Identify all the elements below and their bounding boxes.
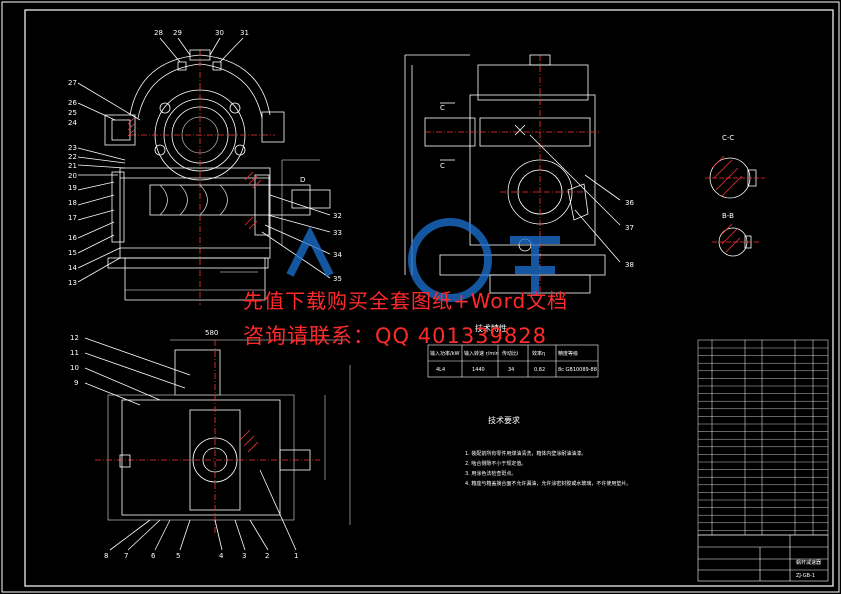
th-speed: 输入转速 r/min: [464, 350, 499, 357]
watermark-line-1: 先值下载购买全套图纸+Word文档: [243, 289, 569, 313]
td-eff: 0.82: [534, 367, 545, 373]
part-38: 38: [625, 261, 634, 269]
part-13: 13: [68, 279, 77, 287]
part-5: 5: [176, 552, 180, 560]
plan-view-labels: 580 12 11 10 9 8 7 6 5 4 3 2 1: [70, 329, 298, 560]
tech-table-title: 技术特性: [475, 323, 507, 333]
part-12: 12: [70, 334, 79, 342]
front-view-labels: 28 29 30 31 27 26 25 24 23 22 21 20 19 1…: [68, 29, 342, 287]
part-18: 18: [68, 199, 77, 207]
part-24: 24: [68, 119, 77, 127]
parts-list-rows: [698, 347, 828, 531]
td-ratio: 34: [508, 367, 514, 373]
req-item-2: 2. 啮合侧隙不小于规定值。: [465, 460, 526, 467]
part-6: 6: [151, 552, 156, 560]
watermark-line-2: 咨询请联系：QQ 401339828: [243, 324, 547, 348]
part-28: 28: [154, 29, 163, 37]
section-bb-title: B-B: [722, 212, 734, 220]
part-2: 2: [265, 552, 269, 560]
section-d-label: D: [300, 176, 305, 184]
watermark-logo: [286, 218, 560, 302]
inner-frame: [24, 9, 834, 587]
part-26: 26: [68, 99, 77, 107]
part-27: 27: [68, 79, 77, 87]
tech-table-cells: 输入功率/kW 输入转速 r/min 传动比i 效率η 精度等级 4L4 144…: [430, 350, 597, 373]
req-item-3: 3. 用涂色法检查斑点。: [465, 470, 516, 477]
tech-table: [427, 344, 599, 378]
th-grade: 精度等级: [558, 350, 578, 357]
part-33: 33: [333, 229, 342, 237]
part-1: 1: [294, 552, 298, 560]
plan-view: [84, 337, 351, 551]
th-eff: 效率η: [532, 350, 545, 357]
title-block: [697, 534, 829, 582]
part-35: 35: [333, 275, 342, 283]
part-9: 9: [74, 379, 78, 387]
part-22: 22: [68, 153, 77, 161]
side-view: [404, 54, 621, 300]
part-31: 31: [240, 29, 249, 37]
part-3: 3: [242, 552, 246, 560]
part-8: 8: [104, 552, 108, 560]
part-19: 19: [68, 184, 77, 192]
part-11: 11: [70, 349, 79, 357]
part-37: 37: [625, 224, 634, 232]
part-30: 30: [215, 29, 224, 37]
part-17: 17: [68, 214, 77, 222]
title-block-name: 蜗杆减速器: [796, 559, 821, 566]
part-7: 7: [124, 552, 128, 560]
th-ratio: 传动比i: [502, 350, 518, 357]
part-4: 4: [219, 552, 224, 560]
section-cc-title: C-C: [722, 134, 734, 142]
part-23: 23: [68, 144, 77, 152]
req-item-4: 4. 箱座与箱盖接合面不允许漏油，允许涂密封胶或水玻璃，不许使用垫片。: [465, 480, 631, 487]
part-10: 10: [70, 364, 79, 372]
part-36: 36: [625, 199, 634, 207]
part-14: 14: [68, 264, 77, 272]
td-grade: 8c GB10089-88: [558, 367, 597, 373]
part-32: 32: [333, 212, 342, 220]
req-item-1: 1. 装配前所有零件用煤油清洗，箱体内壁涂耐油油漆。: [465, 450, 586, 457]
td-speed: 1440: [472, 367, 485, 373]
requirements-title: 技术要求: [488, 415, 520, 425]
part-21: 21: [68, 162, 77, 170]
section-c-upper: C: [440, 104, 445, 112]
th-power: 输入功率/kW: [430, 350, 460, 357]
front-view: [77, 37, 331, 305]
section-c-lower: C: [440, 162, 445, 170]
dim-580: 580: [205, 329, 218, 337]
part-34: 34: [333, 251, 342, 259]
side-view-labels: C C 36 37 38: [440, 104, 634, 269]
part-20: 20: [68, 172, 77, 180]
part-15: 15: [68, 249, 77, 257]
part-16: 16: [68, 234, 77, 242]
part-25: 25: [68, 109, 77, 117]
part-29: 29: [173, 29, 182, 37]
parts-list: [697, 339, 829, 536]
td-power: 4L4: [436, 367, 445, 373]
title-block-number: ZJ-GB-1: [796, 573, 815, 579]
section-details: [705, 155, 765, 257]
